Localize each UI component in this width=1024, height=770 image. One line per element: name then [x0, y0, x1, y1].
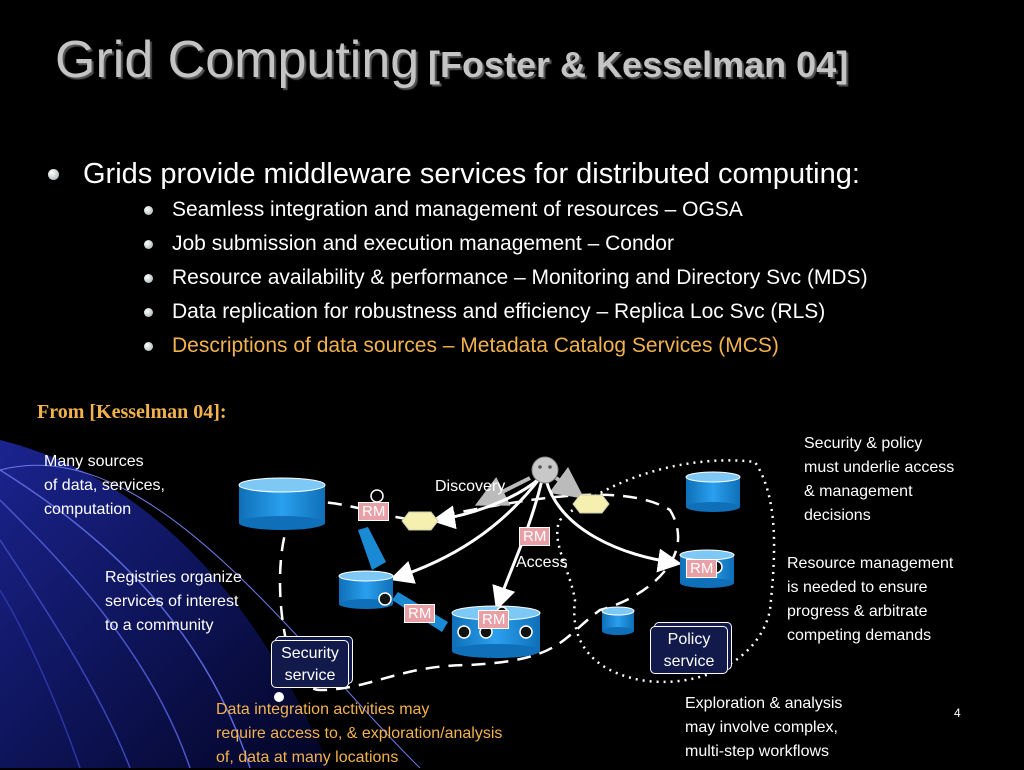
label-access: Access: [516, 554, 568, 571]
resource-node: [378, 592, 392, 606]
cylinder-small: [601, 606, 635, 635]
rm-badge: RM: [404, 604, 436, 623]
resource-node: [519, 625, 533, 639]
note-integration: Data integration activities may require …: [216, 701, 503, 766]
sub-bullet: Job submission and execution management …: [83, 227, 1020, 261]
hexagon-right: [572, 494, 610, 514]
rm-badge: RM: [519, 527, 551, 546]
arrow-hub-to-right-hexagon: [549, 466, 585, 499]
note-resource-management: Resource management is needed to ensure …: [787, 555, 954, 644]
rm-badge: RM: [686, 559, 718, 578]
sub-bullet: Resource availability & performance – Mo…: [83, 261, 1020, 295]
sub-bullet: Data replication for robustness and effi…: [83, 295, 1020, 329]
rm-badge: RM: [478, 610, 510, 629]
note-sources: Many sources of data, services, computat…: [44, 453, 165, 518]
bullet-main: Grids provide middleware services for di…: [40, 155, 1020, 363]
page-number: 4: [954, 706, 961, 720]
title-citation: [Foster & Kesselman 04]: [428, 44, 849, 85]
arrow-access-to-right-cylinder: [544, 479, 682, 573]
arrow-access-to-left-hexagon: [431, 476, 541, 530]
cylinder-right-top: [685, 471, 741, 512]
note-security-policy: Security & policy must underlie access &…: [804, 435, 955, 524]
discovery-hub-icon: [531, 456, 559, 484]
sub-bullet: Seamless integration and management of r…: [83, 193, 1020, 227]
sub-bullet-list: Seamless integration and management of r…: [83, 193, 1020, 363]
label-discovery: Discovery: [435, 478, 506, 495]
bullet-main-text: Grids provide middleware services for di…: [83, 158, 860, 190]
sub-bullet-highlighted: Descriptions of data sources – Metadata …: [83, 329, 1020, 363]
bullet-list: Grids provide middleware services for di…: [40, 155, 1020, 363]
flow-wedge-upper: [358, 527, 386, 570]
community-boundary-right: [555, 459, 776, 684]
slide-title: Grid Computing [Foster & Kesselman 04]: [55, 30, 848, 90]
from-label: From [Kesselman 04]:: [37, 401, 227, 423]
resource-node: [457, 625, 471, 639]
note-registries: Registries organize services of interest…: [105, 569, 242, 634]
security-service-box: Security service: [271, 640, 349, 688]
resource-node: [370, 489, 384, 503]
cylinder-large-left: [238, 477, 326, 530]
title-main: Grid Computing: [55, 31, 420, 89]
arrow-access-to-center-cylinder: [492, 479, 544, 611]
note-exploration: Exploration & analysis may involve compl…: [685, 695, 843, 760]
hexagon-left: [401, 511, 439, 531]
cylinder-left: [338, 570, 394, 609]
arrow-access-to-left-cylinder: [389, 477, 542, 584]
rm-badge: RM: [358, 502, 390, 521]
arrow-hub-to-left-hexagon: [474, 476, 531, 506]
policy-service-box: Policy service: [650, 626, 728, 674]
